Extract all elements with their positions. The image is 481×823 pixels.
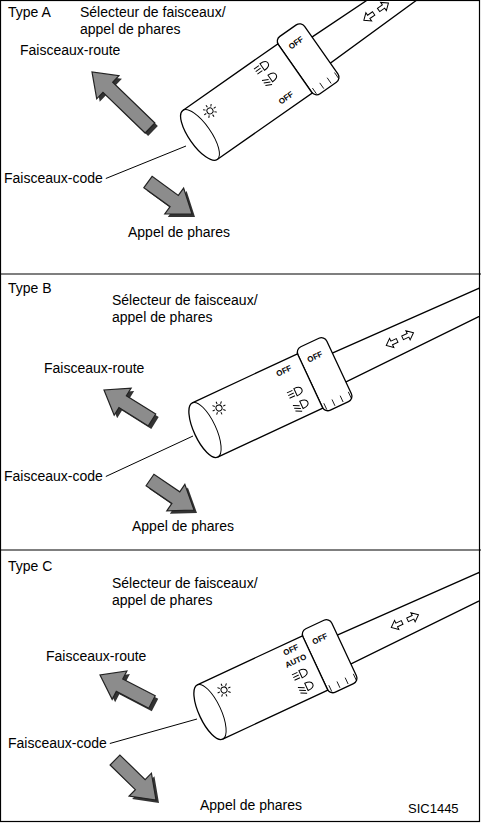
- flash-label: Appel de phares: [128, 224, 230, 241]
- figure-code: SIC1445: [408, 800, 459, 817]
- stalk-knob: [187, 636, 327, 744]
- light-symbol: [215, 681, 234, 700]
- beam-symbol: [287, 386, 304, 400]
- light-symbol: [210, 399, 229, 418]
- direction-arrow: [144, 176, 195, 217]
- leader-line: [106, 436, 193, 477]
- beam-symbol: [261, 71, 279, 88]
- flash-label: Appel de phares: [132, 518, 234, 535]
- high-beam-label: Faisceaux-route: [46, 648, 146, 665]
- selector-caption: Sélecteur de faisceaux/ appel de phares: [112, 292, 287, 326]
- type-heading: Type C: [8, 558, 52, 575]
- low-beam-label: Faisceaux-code: [8, 735, 107, 752]
- switch-marking: OFF: [286, 35, 306, 53]
- leader-line: [110, 719, 197, 744]
- beam-symbol: [292, 398, 310, 413]
- switch-marking: OFF: [273, 363, 293, 379]
- switch-marking: OFF: [310, 631, 330, 647]
- direction-arrow: [104, 388, 159, 429]
- stalk-arm: [310, 1, 479, 64]
- low-beam-label: Faisceaux-code: [4, 170, 103, 187]
- light-symbol: [200, 101, 219, 120]
- direction-arrow: [110, 755, 159, 803]
- leader-line: [106, 146, 186, 179]
- turn-signal-symbol: [361, 1, 391, 24]
- direction-arrow: [146, 474, 197, 514]
- type-heading: Type A: [8, 4, 51, 21]
- turn-signal-symbol: [384, 328, 415, 350]
- beam-symbol: [292, 668, 309, 682]
- beam-symbol: [297, 680, 315, 695]
- stalk-switch: [171, 1, 479, 170]
- switch-marking: OFF: [305, 349, 325, 365]
- stalk-knob: [174, 44, 312, 166]
- flash-label: Appel de phares: [200, 797, 302, 814]
- stalk-arm: [336, 551, 479, 665]
- direction-arrow: [92, 72, 158, 136]
- selector-caption: Sélecteur de faisceaux/ appel de phares: [112, 575, 287, 609]
- type-heading: Type B: [8, 280, 52, 297]
- switch-marking: OFF: [276, 89, 296, 107]
- high-beam-label: Faisceaux-route: [44, 360, 144, 377]
- stalk-arm: [331, 275, 479, 383]
- turn-signal-symbol: [389, 610, 420, 632]
- selector-caption: Sélecteur de faisceaux/ appel de phares: [80, 4, 255, 38]
- high-beam-label: Faisceaux-route: [20, 42, 120, 59]
- direction-arrow: [100, 671, 158, 711]
- stalk-knob: [182, 354, 322, 462]
- panel-divider: [0, 549, 481, 550]
- low-beam-label: Faisceaux-code: [4, 468, 103, 485]
- panel-divider: [0, 273, 481, 274]
- beam-symbol: [253, 60, 270, 75]
